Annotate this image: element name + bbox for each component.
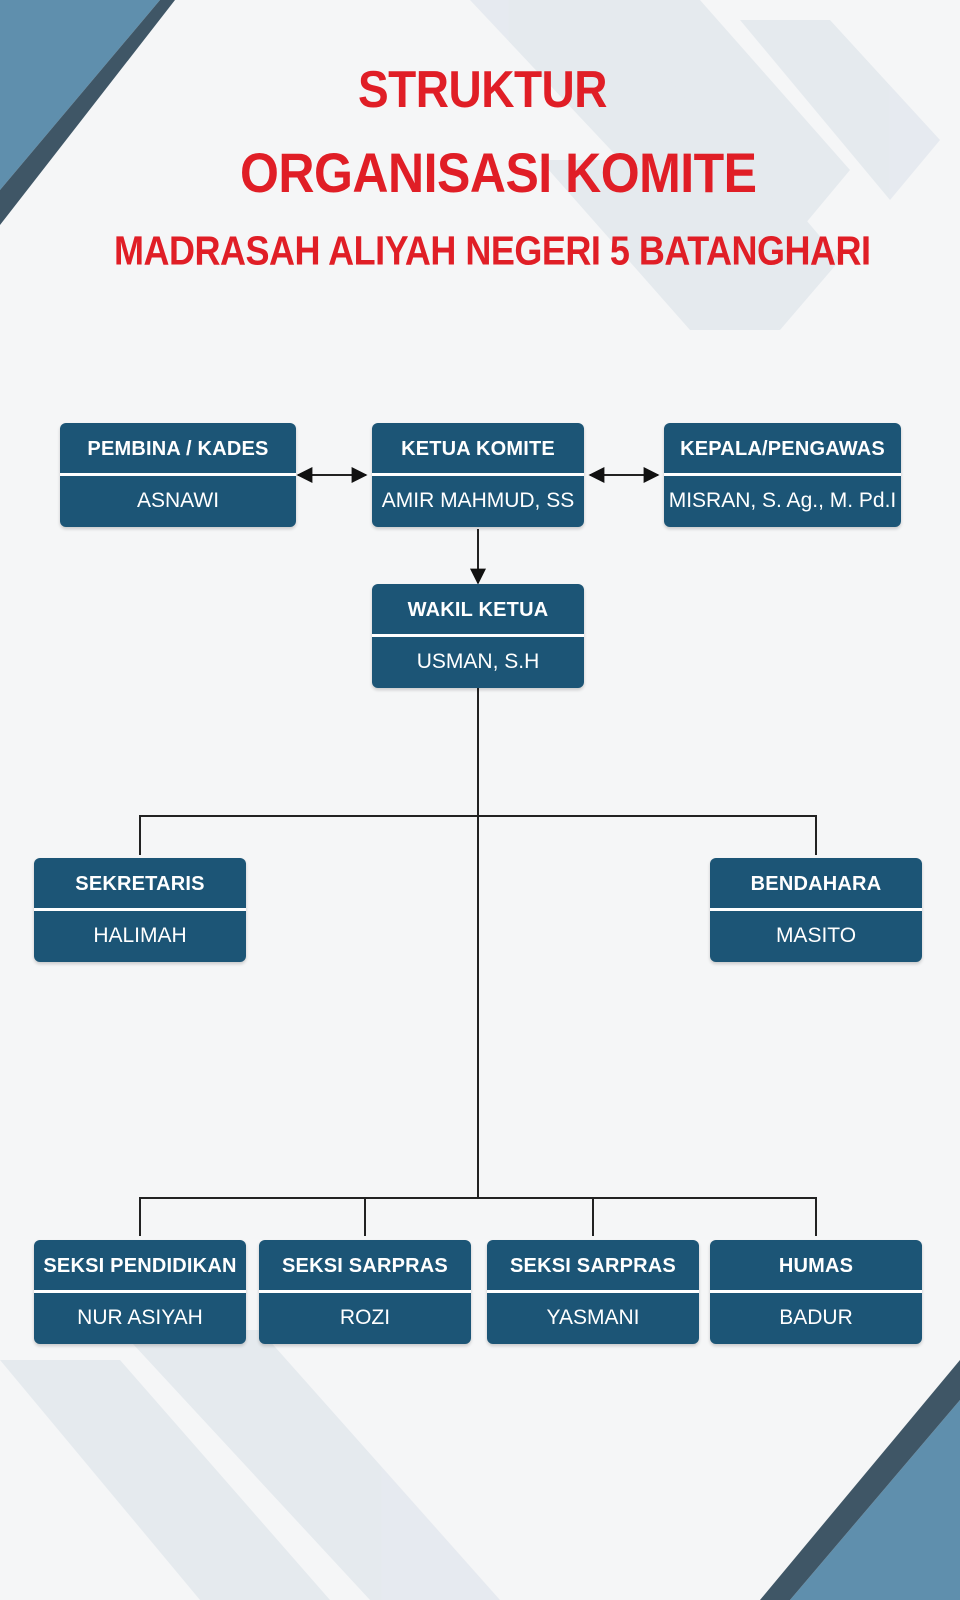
title-line-2: ORGANISASI KOMITE [240, 141, 757, 205]
node-name: NUR ASIYAH [77, 1306, 203, 1329]
node-name: MISRAN, S. Ag., M. Pd.I [668, 489, 897, 512]
node-name: MASITO [775, 924, 857, 947]
node-name: USMAN, S.H [416, 650, 540, 673]
node-role: SEKRETARIS [34, 858, 246, 911]
node-humas: HUMAS BADUR [710, 1240, 922, 1344]
sekretaris-bendahara-branch [139, 815, 817, 855]
node-role: WAKIL KETUA [372, 584, 584, 637]
node-name: HALIMAH [93, 924, 187, 947]
node-role: KEPALA/PENGAWAS [664, 423, 901, 476]
node-sekretaris: SEKRETARIS HALIMAH [34, 858, 246, 962]
node-role: BENDAHARA [710, 858, 922, 911]
node-kepala: KEPALA/PENGAWAS MISRAN, S. Ag., M. Pd.I [664, 423, 901, 527]
node-ketua: KETUA KOMITE AMIR MAHMUD, SS [372, 423, 584, 527]
node-bendahara: BENDAHARA MASITO [710, 858, 922, 962]
node-name: ROZI [339, 1306, 391, 1329]
node-name: AMIR MAHMUD, SS [381, 489, 575, 512]
node-role: SEKSI SARPRAS [259, 1240, 471, 1293]
node-role: KETUA KOMITE [372, 423, 584, 476]
node-role: HUMAS [710, 1240, 922, 1293]
node-name: BADUR [779, 1306, 853, 1329]
node-pembina: PEMBINA / KADES ASNAWI [60, 423, 296, 527]
title-line-3: MADRASAH ALIYAH NEGERI 5 BATANGHARI [114, 227, 871, 274]
node-role: SEKSI PENDIDIKAN [34, 1240, 246, 1293]
node-role: PEMBINA / KADES [60, 423, 296, 476]
seksi-branch [139, 1197, 817, 1236]
node-seksi-sarpras-2: SEKSI SARPRAS YASMANI [487, 1240, 699, 1344]
node-seksi-pendidikan: SEKSI PENDIDIKAN NUR ASIYAH [34, 1240, 246, 1344]
node-seksi-sarpras-1: SEKSI SARPRAS ROZI [259, 1240, 471, 1344]
node-wakil: WAKIL KETUA USMAN, S.H [372, 584, 584, 688]
node-name: ASNAWI [136, 489, 220, 512]
node-role: SEKSI SARPRAS [487, 1240, 699, 1293]
title-line-1: STRUKTUR [358, 59, 607, 119]
node-name: YASMANI [546, 1306, 640, 1329]
